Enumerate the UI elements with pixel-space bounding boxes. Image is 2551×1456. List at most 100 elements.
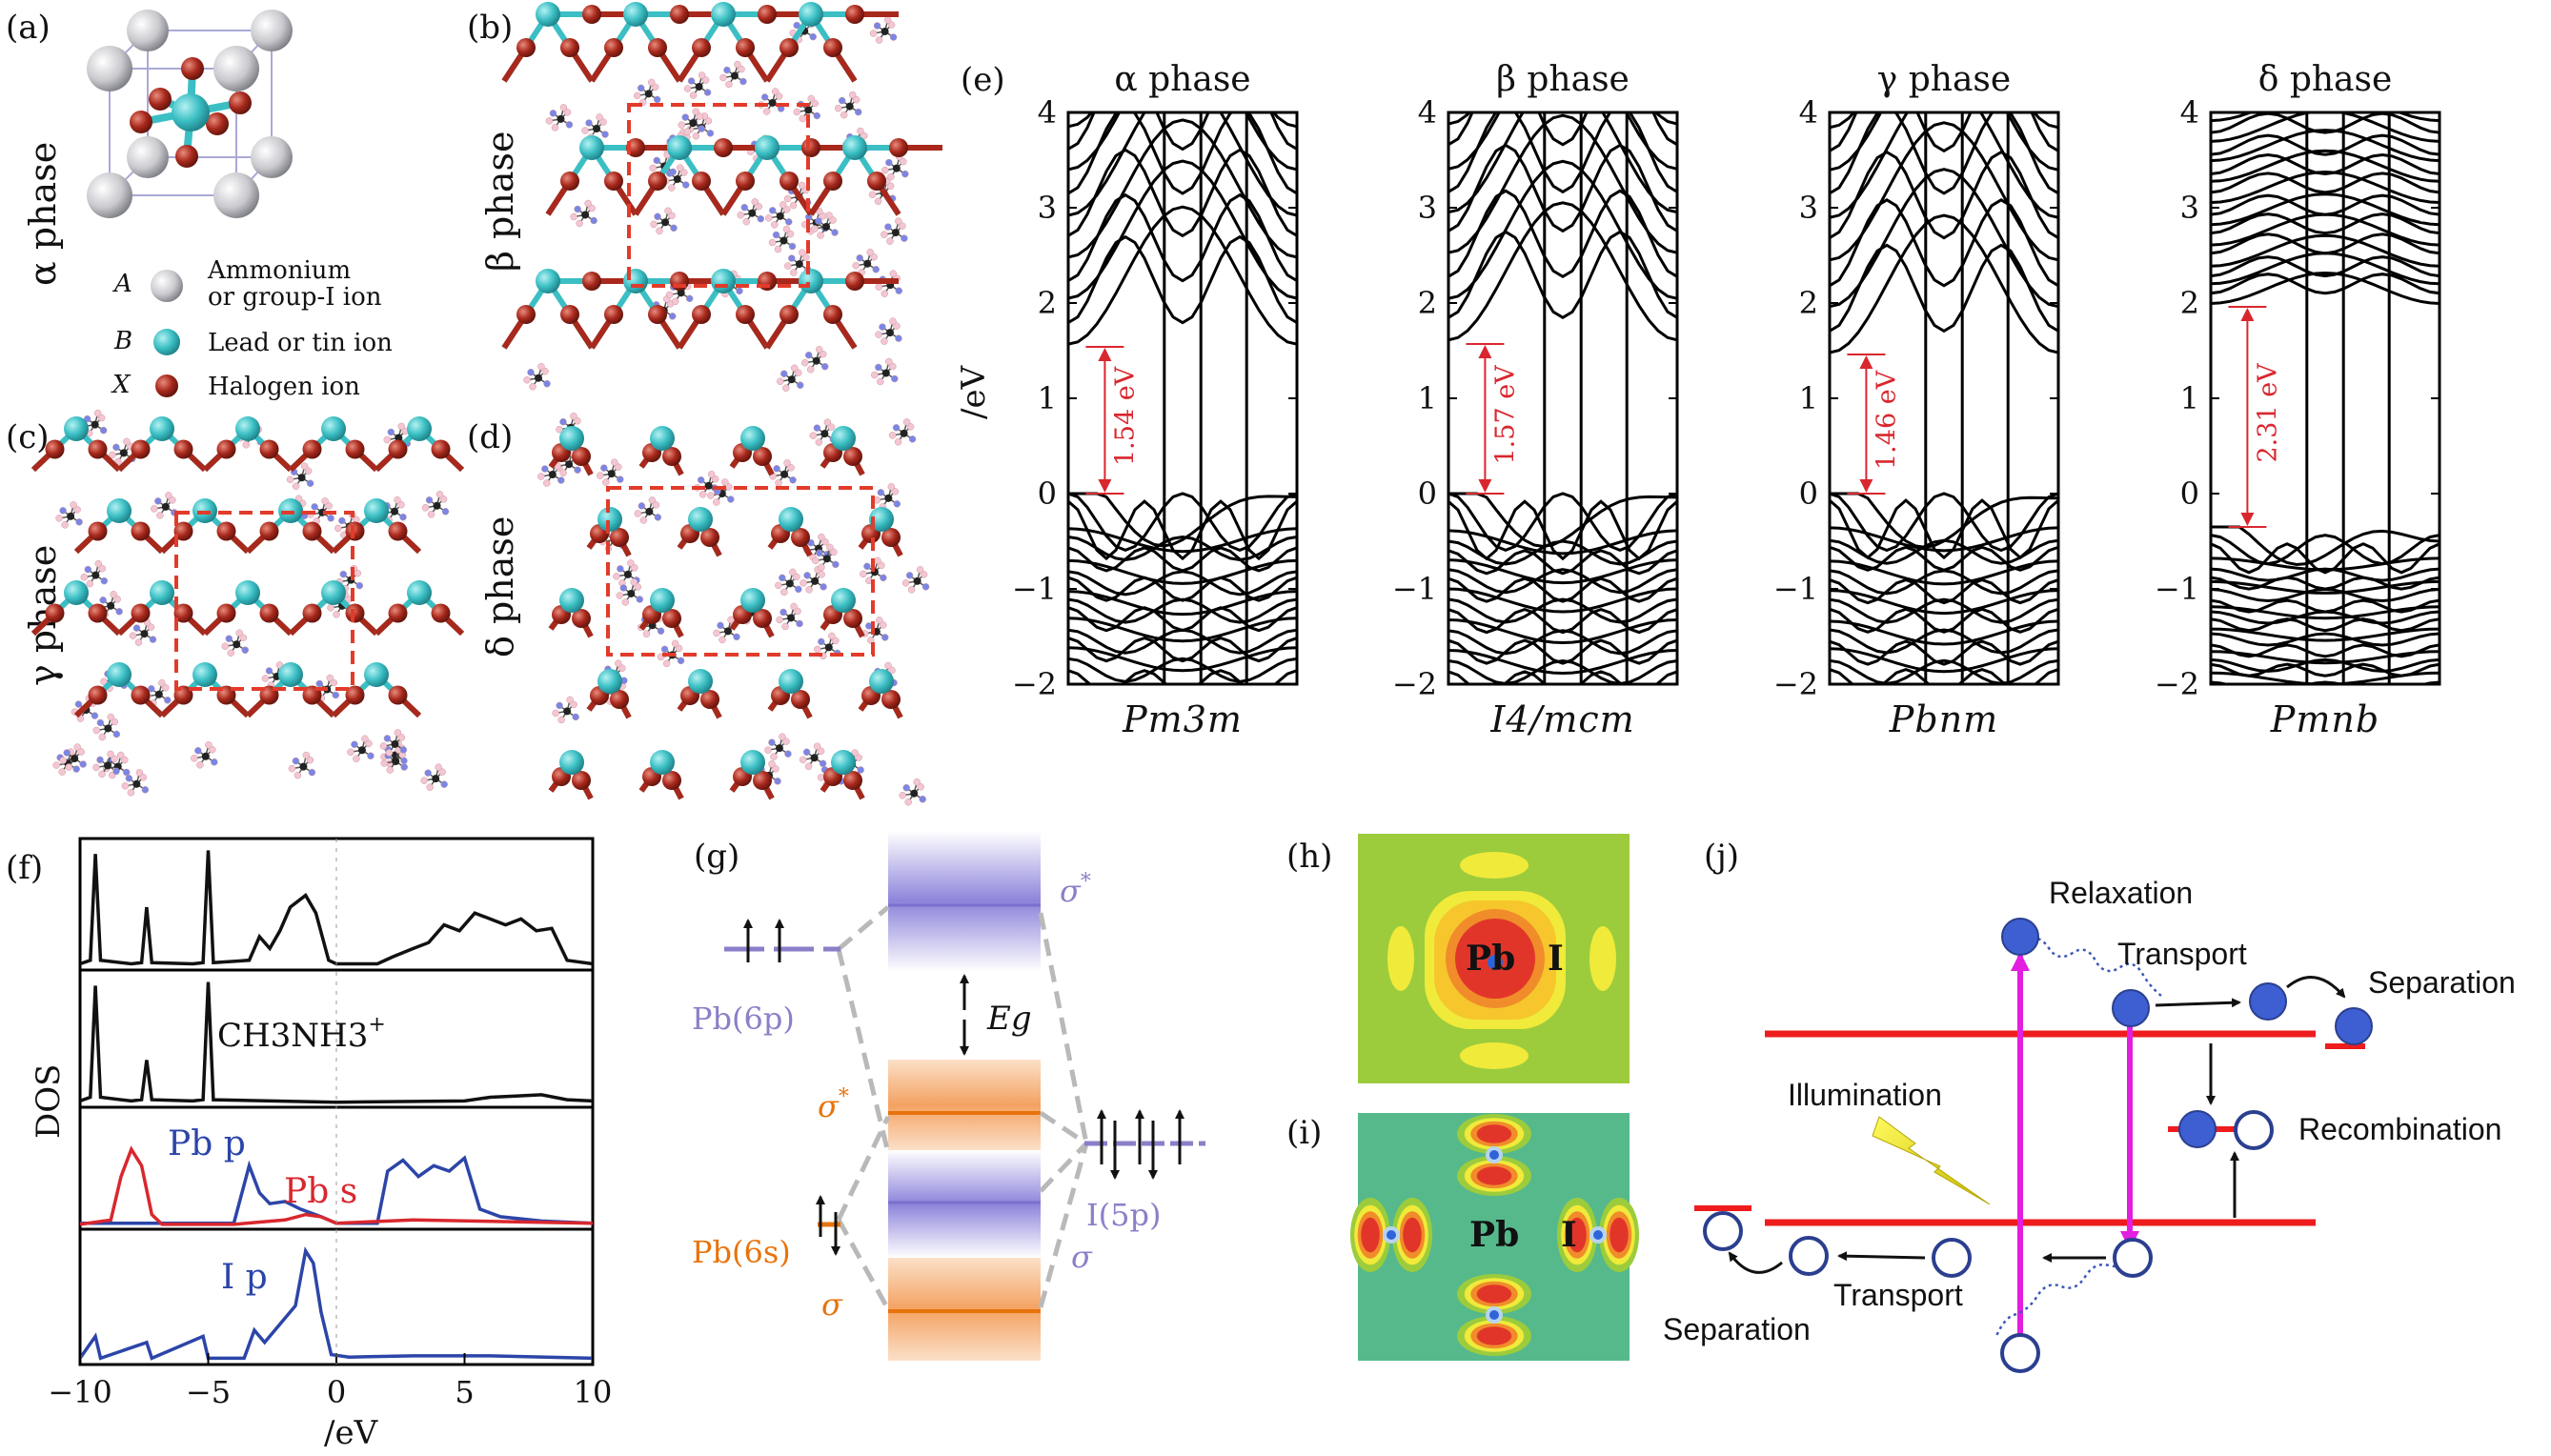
halogen-atom — [714, 138, 733, 157]
halogen-atom — [259, 521, 279, 541]
h-atom — [611, 458, 618, 466]
halogen-atom — [88, 685, 108, 705]
a-site-atom — [87, 172, 132, 218]
conduction-band — [1830, 112, 2058, 219]
ytick-label: −1 — [1012, 571, 1057, 607]
h-atom — [895, 334, 902, 342]
h-atom — [242, 441, 251, 449]
h-atom — [811, 225, 819, 233]
valence-band — [1830, 492, 2058, 553]
h-atom — [399, 513, 407, 521]
h-atom — [574, 466, 581, 474]
carbon-atom — [391, 507, 399, 516]
h-atom — [800, 579, 807, 587]
halogen-atom — [131, 521, 151, 541]
h-atom — [91, 712, 99, 719]
h-atom — [782, 225, 791, 233]
xtick-label: 10 — [574, 1374, 613, 1410]
h-atom — [804, 762, 813, 771]
conduction-band — [2211, 133, 2440, 156]
h-atom — [304, 467, 313, 475]
h-atom — [917, 782, 924, 791]
h-atom — [879, 323, 886, 331]
h-atom — [920, 571, 928, 578]
h-atom — [786, 230, 795, 238]
h-atom — [777, 377, 784, 385]
h-atom — [306, 479, 314, 488]
h-atom — [115, 608, 123, 616]
h-atom — [205, 741, 213, 749]
h-atom — [901, 579, 910, 587]
h-atom — [774, 245, 782, 253]
panel-i-letter: (i) — [1286, 1114, 1322, 1152]
sigma-orange-label: σ — [821, 1286, 843, 1323]
carbon-atom — [900, 429, 908, 437]
h-atom — [820, 583, 827, 591]
valence-band — [1068, 499, 1297, 561]
h-atom — [435, 491, 444, 498]
halogen-atom — [181, 57, 204, 80]
h-atom — [768, 738, 776, 746]
conduction-band — [1830, 243, 2058, 334]
carbon-atom — [623, 570, 632, 578]
h-atom — [353, 755, 360, 762]
valence-band — [1830, 538, 2058, 565]
h-atom — [80, 573, 89, 581]
ytick-label: 4 — [1799, 94, 1818, 131]
h-atom — [818, 571, 825, 578]
valence-band — [1448, 558, 1677, 585]
h-atom — [893, 500, 901, 508]
ytick-label: 3 — [1799, 190, 1818, 226]
electron-trapped — [2178, 1110, 2217, 1148]
h-atom — [527, 368, 535, 376]
valence-band — [1068, 628, 1297, 655]
halogen-atom — [662, 609, 681, 628]
h-atom — [818, 563, 825, 572]
h-atom — [99, 597, 107, 604]
halogen-atom — [692, 38, 711, 57]
h-atom — [768, 238, 777, 247]
dos-curve — [78, 1246, 594, 1361]
h-atom — [830, 548, 838, 556]
h-atom — [110, 591, 117, 598]
a-site-atom — [127, 10, 169, 51]
h-atom — [717, 621, 724, 630]
h-atom — [852, 95, 860, 104]
h-atom — [768, 760, 776, 768]
h-atom — [654, 212, 661, 221]
conduction-band — [2211, 193, 2440, 216]
h-atom — [888, 432, 897, 439]
h-atom — [683, 85, 692, 92]
space-group-label: Pbnm — [1889, 698, 1998, 740]
valence-band — [1830, 628, 2058, 655]
ytick-label: 0 — [1418, 475, 1437, 512]
halogen-atom — [648, 172, 667, 191]
conduction-band — [1830, 112, 2058, 172]
lead-atom — [364, 662, 389, 687]
h-atom — [770, 221, 779, 229]
h-atom — [892, 424, 901, 432]
halogen-atom — [823, 38, 842, 57]
h-atom — [300, 462, 309, 471]
h-atom — [387, 428, 395, 436]
carbon-atom — [704, 481, 713, 490]
valence-band — [2211, 605, 2440, 620]
h-atom — [668, 313, 677, 320]
h-atom — [775, 92, 783, 100]
carbon-atom — [913, 576, 921, 585]
h-atom — [873, 22, 881, 30]
lead-atom — [192, 662, 217, 687]
h-atom — [325, 502, 333, 510]
halogen-atom — [572, 609, 591, 628]
h-atom — [782, 206, 791, 213]
halogen-atom — [388, 521, 408, 541]
halogen-atom — [259, 603, 279, 623]
h-atom — [668, 184, 676, 192]
h-atom — [820, 362, 829, 371]
lead-atom — [150, 416, 174, 441]
h-atom — [773, 465, 780, 473]
beta-lattice — [501, 2, 942, 392]
lead-atom — [799, 269, 823, 293]
h-atom — [613, 573, 620, 580]
h-atom — [616, 592, 624, 599]
